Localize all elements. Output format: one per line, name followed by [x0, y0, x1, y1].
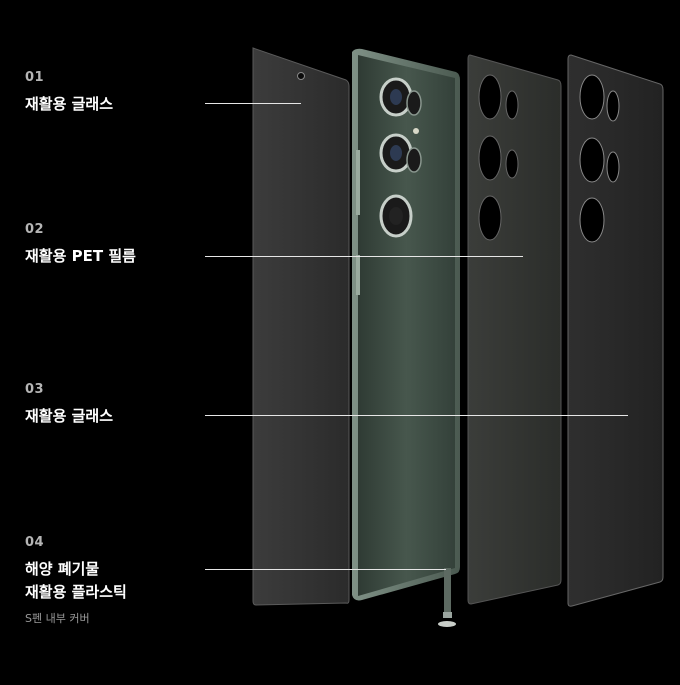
- label-04: 04 해양 폐기물 재활용 플라스틱 S펜 내부 커버: [25, 535, 127, 626]
- label-03: 03 재활용 글래스: [25, 382, 113, 428]
- item-number: 03: [25, 382, 45, 397]
- back-glass-panel: [567, 54, 664, 607]
- item-title: 재활용 글래스: [25, 407, 114, 425]
- label-01: 01 재활용 글래스: [25, 70, 113, 116]
- label-02: 02 재활용 PET 필름: [25, 222, 136, 268]
- item-title-line1: 해양 폐기물: [25, 560, 100, 578]
- leader-line-04: [205, 569, 446, 570]
- phone-body: [352, 48, 460, 627]
- leader-line-02: [205, 256, 523, 257]
- s-pen: [438, 568, 456, 627]
- front-camera-hole-icon: [297, 72, 305, 80]
- item-number: 04: [25, 535, 45, 550]
- item-title: 재활용 PET 필름: [25, 247, 136, 265]
- item-subtitle: S펜 내부 커버: [25, 612, 90, 625]
- item-number: 02: [25, 222, 45, 237]
- volume-button: [356, 150, 360, 215]
- item-title: 재활용 글래스: [25, 95, 114, 113]
- power-button: [356, 255, 360, 295]
- pet-film-panel: [467, 54, 562, 605]
- camera-module: [379, 77, 422, 238]
- front-glass-panel: [252, 47, 350, 606]
- leader-line-01: [205, 103, 301, 104]
- leader-line-03: [205, 415, 628, 416]
- item-title-line2: 재활용 플라스틱: [25, 583, 127, 601]
- item-number: 01: [25, 70, 45, 85]
